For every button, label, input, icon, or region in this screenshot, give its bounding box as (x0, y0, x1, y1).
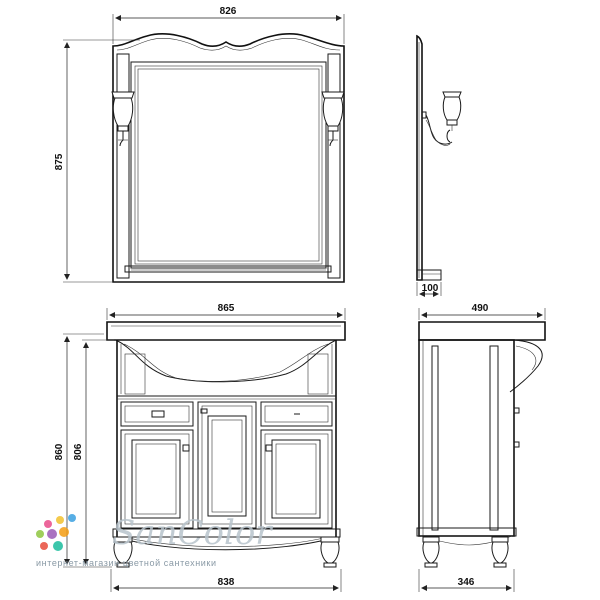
watermark-dot (44, 520, 52, 528)
cabinet-side-view: 490 346 (416, 303, 546, 592)
dim-cabinet-depth-base: 346 (458, 577, 475, 588)
dim-cabinet-height-body: 806 (73, 443, 84, 460)
right-leg (320, 536, 340, 568)
cabinet-front-view: 865 838 860 806 (54, 303, 346, 592)
dim-cabinet-depth-top: 490 (472, 303, 489, 314)
right-sconce (321, 91, 345, 147)
side-front-leg (491, 536, 509, 568)
watermark-subtitle: интернет-магазин цветной сантехники (36, 558, 217, 568)
watermark-dot (36, 530, 44, 538)
sancolor-watermark: SanColor интернет-магазин цветной сантех… (36, 513, 273, 568)
left-sconce (111, 91, 135, 147)
dim-mirror-height: 875 (54, 153, 65, 170)
left-leg (113, 536, 133, 568)
watermark-brand: SanColor (112, 513, 273, 553)
watermark-dot (53, 541, 63, 551)
dim-cabinet-base-width: 838 (218, 577, 235, 588)
dim-cabinet-top-width: 865 (218, 303, 235, 314)
watermark-dot (56, 516, 64, 524)
dim-cabinet-height-total: 860 (54, 443, 65, 460)
dim-lamp-depth: 100 (422, 283, 439, 294)
mirror-side-view: 100 (416, 34, 462, 297)
watermark-dot (68, 514, 76, 522)
watermark-dot (59, 527, 69, 537)
watermark-color-dots (36, 514, 76, 551)
mirror-front-view: 826 875 (54, 6, 345, 283)
dim-mirror-width: 826 (220, 6, 237, 17)
watermark-dot (40, 542, 48, 550)
watermark-dot (47, 529, 57, 539)
side-back-leg (422, 536, 440, 568)
